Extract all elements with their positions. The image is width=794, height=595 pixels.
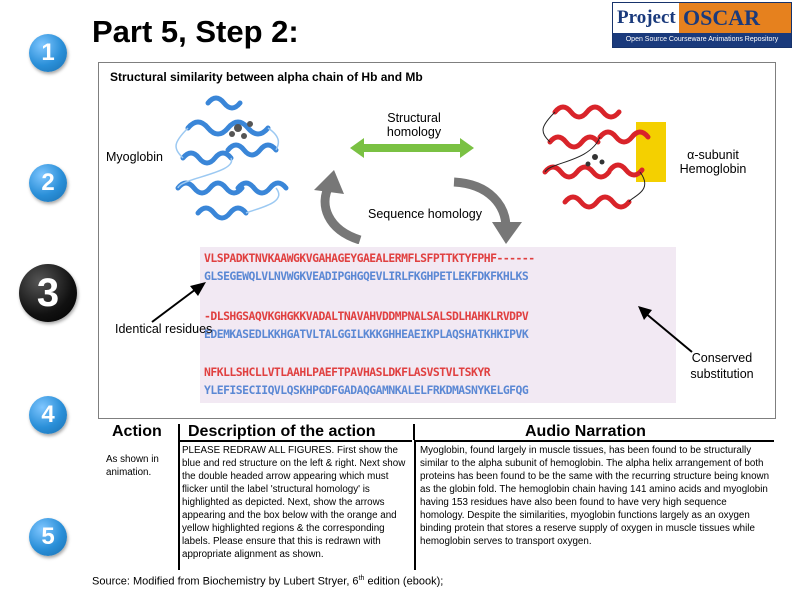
step-3-number: 3: [36, 271, 60, 315]
curved-arrow-left: [314, 170, 362, 244]
column-divider: [414, 440, 416, 570]
column-divider: [413, 424, 415, 440]
sequence-alignment-box: VLSPADKTNVKAAWGKVGAHAGEYGAEALERMFLSFPTTK…: [200, 247, 676, 403]
myoglobin-structure-image: [175, 95, 289, 221]
step-4-badge[interactable]: 4: [29, 396, 67, 434]
sequence-row-2-hemoglobin: -DLSHGSAQVKGHGKKVADALTNAVAHVDDMPNALSALSD…: [204, 309, 529, 323]
source-citation: Source: Modified from Biochemistry by Lu…: [92, 575, 443, 588]
column-header-description: Description of the action: [188, 423, 376, 440]
step-2-number: 2: [41, 169, 55, 196]
column-header-audio-narration: Audio Narration: [525, 423, 646, 440]
conserved-substitution-label: Conserved substitution: [690, 351, 754, 381]
source-prefix: Source: Modified from Biochemistry by Lu…: [92, 575, 359, 588]
sequence-homology-label: Sequence homology: [368, 207, 482, 221]
action-cell: As shown in animation.: [106, 454, 159, 478]
step-1-number: 1: [41, 39, 55, 66]
step-2-badge[interactable]: 2: [29, 164, 67, 202]
identical-residues-arrow: [151, 282, 206, 323]
sequence-row-3-myoglobin: YLEFISECIIQVLQSKHPGDFGADAQGAMNKALELFRKDM…: [204, 383, 529, 397]
logo-word-project: Project: [613, 3, 679, 33]
step-1-badge[interactable]: 1: [29, 34, 67, 72]
column-divider: [178, 440, 180, 570]
myoglobin-label: Myoglobin: [106, 150, 163, 164]
project-oscar-logo: Project OSCAR Open Source Courseware Ani…: [612, 2, 792, 48]
step-5-number: 5: [41, 523, 55, 550]
structural-homology-double-arrow: [350, 138, 474, 158]
identical-residues-label: Identical residues: [115, 322, 213, 336]
step-4-number: 4: [41, 401, 55, 428]
source-suffix: edition (ebook);: [364, 575, 444, 588]
source-superscript: th: [358, 575, 365, 582]
sequence-row-1-myoglobin: GLSEGEWQLVLNVWGKVEADIPGHGQEVLIRLFKGHPETL…: [204, 269, 529, 283]
page-title: Part 5, Step 2:: [92, 14, 299, 49]
logo-word-oscar: OSCAR: [679, 3, 791, 33]
curved-arrow-right: [453, 177, 522, 244]
step-3-badge[interactable]: 3: [19, 264, 77, 322]
header-underline: [180, 440, 412, 442]
alpha-subunit-hemoglobin-label: α-subunit Hemoglobin: [679, 148, 747, 176]
figure-subtitle: Structural similarity between alpha chai…: [110, 70, 423, 84]
audio-narration-cell: Myoglobin, found largely in muscle tissu…: [420, 445, 770, 547]
sequence-row-3-hemoglobin: NFKLLSHCLLVTLAAHLPAEFTPAVHASLDKFLASVSTVL…: [204, 365, 491, 379]
logo-tagline: Open Source Courseware Animations Reposi…: [613, 33, 791, 47]
step-5-badge[interactable]: 5: [29, 518, 67, 556]
hemoglobin-alpha-structure-image: [542, 104, 666, 210]
column-header-action: Action: [112, 423, 162, 440]
sequence-row-1-hemoglobin: VLSPADKTNVKAAWGKVGAHAGEYGAEALERMFLSFPTTK…: [204, 251, 535, 265]
figure-frame: [98, 62, 776, 419]
sequence-row-2-myoglobin: EDEMKASEDLKKHGATVLTALGGILKKKGHHEAEIKPLAQ…: [204, 327, 529, 341]
description-cell: PLEASE REDRAW ALL FIGURES. First show th…: [182, 445, 406, 560]
header-underline: [414, 440, 774, 442]
conserved-substitution-arrow: [638, 306, 693, 353]
structural-homology-label: Structural homology: [386, 111, 442, 139]
column-divider: [178, 424, 180, 440]
